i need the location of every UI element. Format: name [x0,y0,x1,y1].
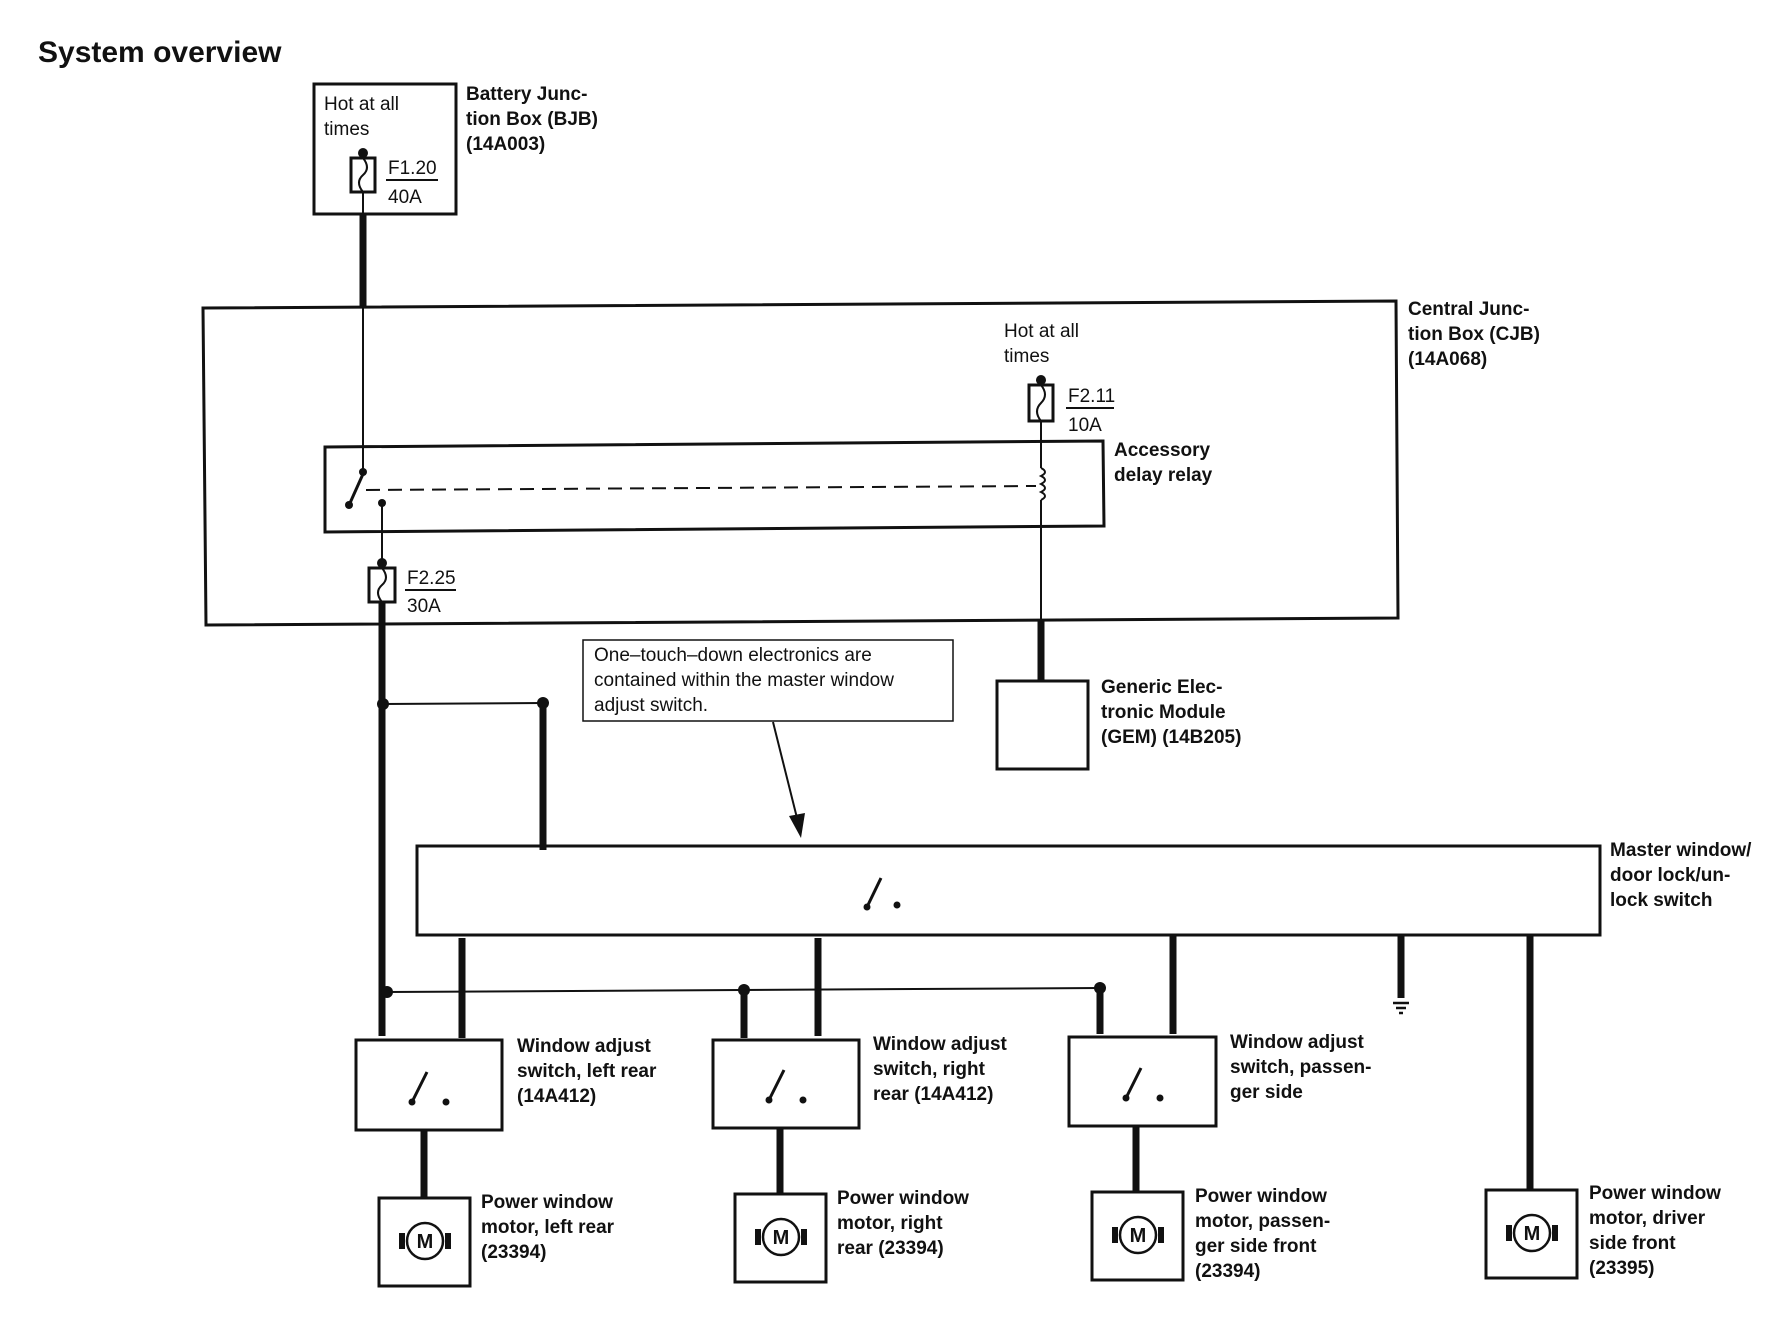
f211-fuse-rating: 10A [1068,415,1102,436]
master-switch-contact-icon [863,877,901,911]
relay-contact-icon [348,473,365,504]
note-arrowhead [789,813,805,838]
master-switch-box [415,844,1602,937]
svg-text:M: M [1524,1223,1541,1245]
switch-contact-icon [408,1071,450,1106]
bjb-fuse-rating: 40A [388,187,422,208]
svg-text:M: M [1130,1225,1147,1247]
cjb-hot-text: Hot at all times [1004,321,1084,367]
relay-coil-icon [1038,467,1046,501]
gem-label: Generic Elec- tronic Module (GEM) (14B20… [1101,677,1241,748]
master-window-switch: Master window/ door lock/un- lock switch [415,840,1757,937]
bjb-fuse-element [358,157,368,193]
switch-label: Window adjust switch, right rear (14A412… [873,1034,1012,1105]
bjb-label: Battery Junc- tion Box (BJB) (14A003) [466,84,603,155]
page-title: System overview [38,36,282,69]
f211-node [1036,375,1046,385]
note-arrow [772,721,799,823]
f225-fuse-rating: 30A [407,596,441,617]
gem-box [995,679,1090,771]
switch-box [711,1038,861,1130]
f225-node [377,558,387,568]
motor-label: Power window motor, driver side front (2… [1589,1183,1726,1279]
motor-box [733,1192,828,1284]
cjb-label: Central Junc- tion Box (CJB) (14A068) [1408,299,1545,370]
f225-fuse-id: F2.25 [407,568,456,589]
window-switch-left-rear: Window adjust switch, left rear (14A412) [354,1036,662,1132]
window-switch-right-rear: Window adjust switch, right rear (14A412… [711,1034,1012,1130]
bjb-hot-text: Hot at all times [324,94,404,140]
motor-left-rear: M Power window motor, left rear (23394) [377,1192,619,1288]
ground-icon [1393,1001,1409,1015]
window-switch-passenger-side: Window adjust switch, passen- ger side [1067,1032,1377,1128]
switch-label: Window adjust switch, passen- ger side [1230,1032,1377,1103]
note-callout: One–touch–down electronics are contained… [582,639,954,838]
motor-box [1090,1190,1185,1282]
note-text: One–touch–down electronics are contained… [594,645,899,716]
switch-contact-icon [765,1069,807,1104]
motor-label: Power window motor, right rear (23394) [837,1188,974,1259]
switch-label: Window adjust switch, left rear (14A412) [517,1036,662,1107]
relay-label: Accessory delay relay [1114,440,1215,486]
motor-box [1484,1188,1579,1280]
bjb-box [312,82,458,216]
cjb-box [201,299,1400,627]
motor-driver-side-front: M Power window motor, driver side front … [1484,1183,1726,1280]
bjb-fuse-node [358,148,368,158]
bjb-fuse-id: F1.20 [388,158,437,179]
accessory-delay-relay-box [323,439,1106,534]
master-switch-label: Master window/ door lock/un- lock switch [1610,840,1757,911]
central-junction-box: Central Junc- tion Box (CJB) (14A068) Ho… [201,299,1545,627]
switch-box [1067,1035,1218,1128]
generic-electronic-module: Generic Elec- tronic Module (GEM) (14B20… [995,677,1241,771]
motor-label: Power window motor, left rear (23394) [481,1192,619,1263]
svg-text:M: M [417,1231,434,1253]
motor-icon: M [399,1221,451,1261]
motor-passenger-side-front: M Power window motor, passen- ger side f… [1090,1186,1335,1282]
motor-icon: M [1112,1215,1164,1255]
motor-box [377,1196,472,1288]
battery-junction-box: Hot at all times F1.20 40A Battery Junc-… [312,82,603,216]
f211-fuse-id: F2.11 [1068,386,1115,407]
note-box [582,639,954,722]
switch-contact-icon [1122,1067,1164,1102]
svg-text:M: M [773,1227,790,1249]
relay-linkage [365,485,1037,491]
switch-box [354,1038,504,1132]
motor-icon: M [1506,1213,1558,1253]
motor-icon: M [755,1217,807,1257]
motor-label: Power window motor, passen- ger side fro… [1195,1186,1335,1282]
motor-right-rear: M Power window motor, right rear (23394) [733,1188,974,1284]
